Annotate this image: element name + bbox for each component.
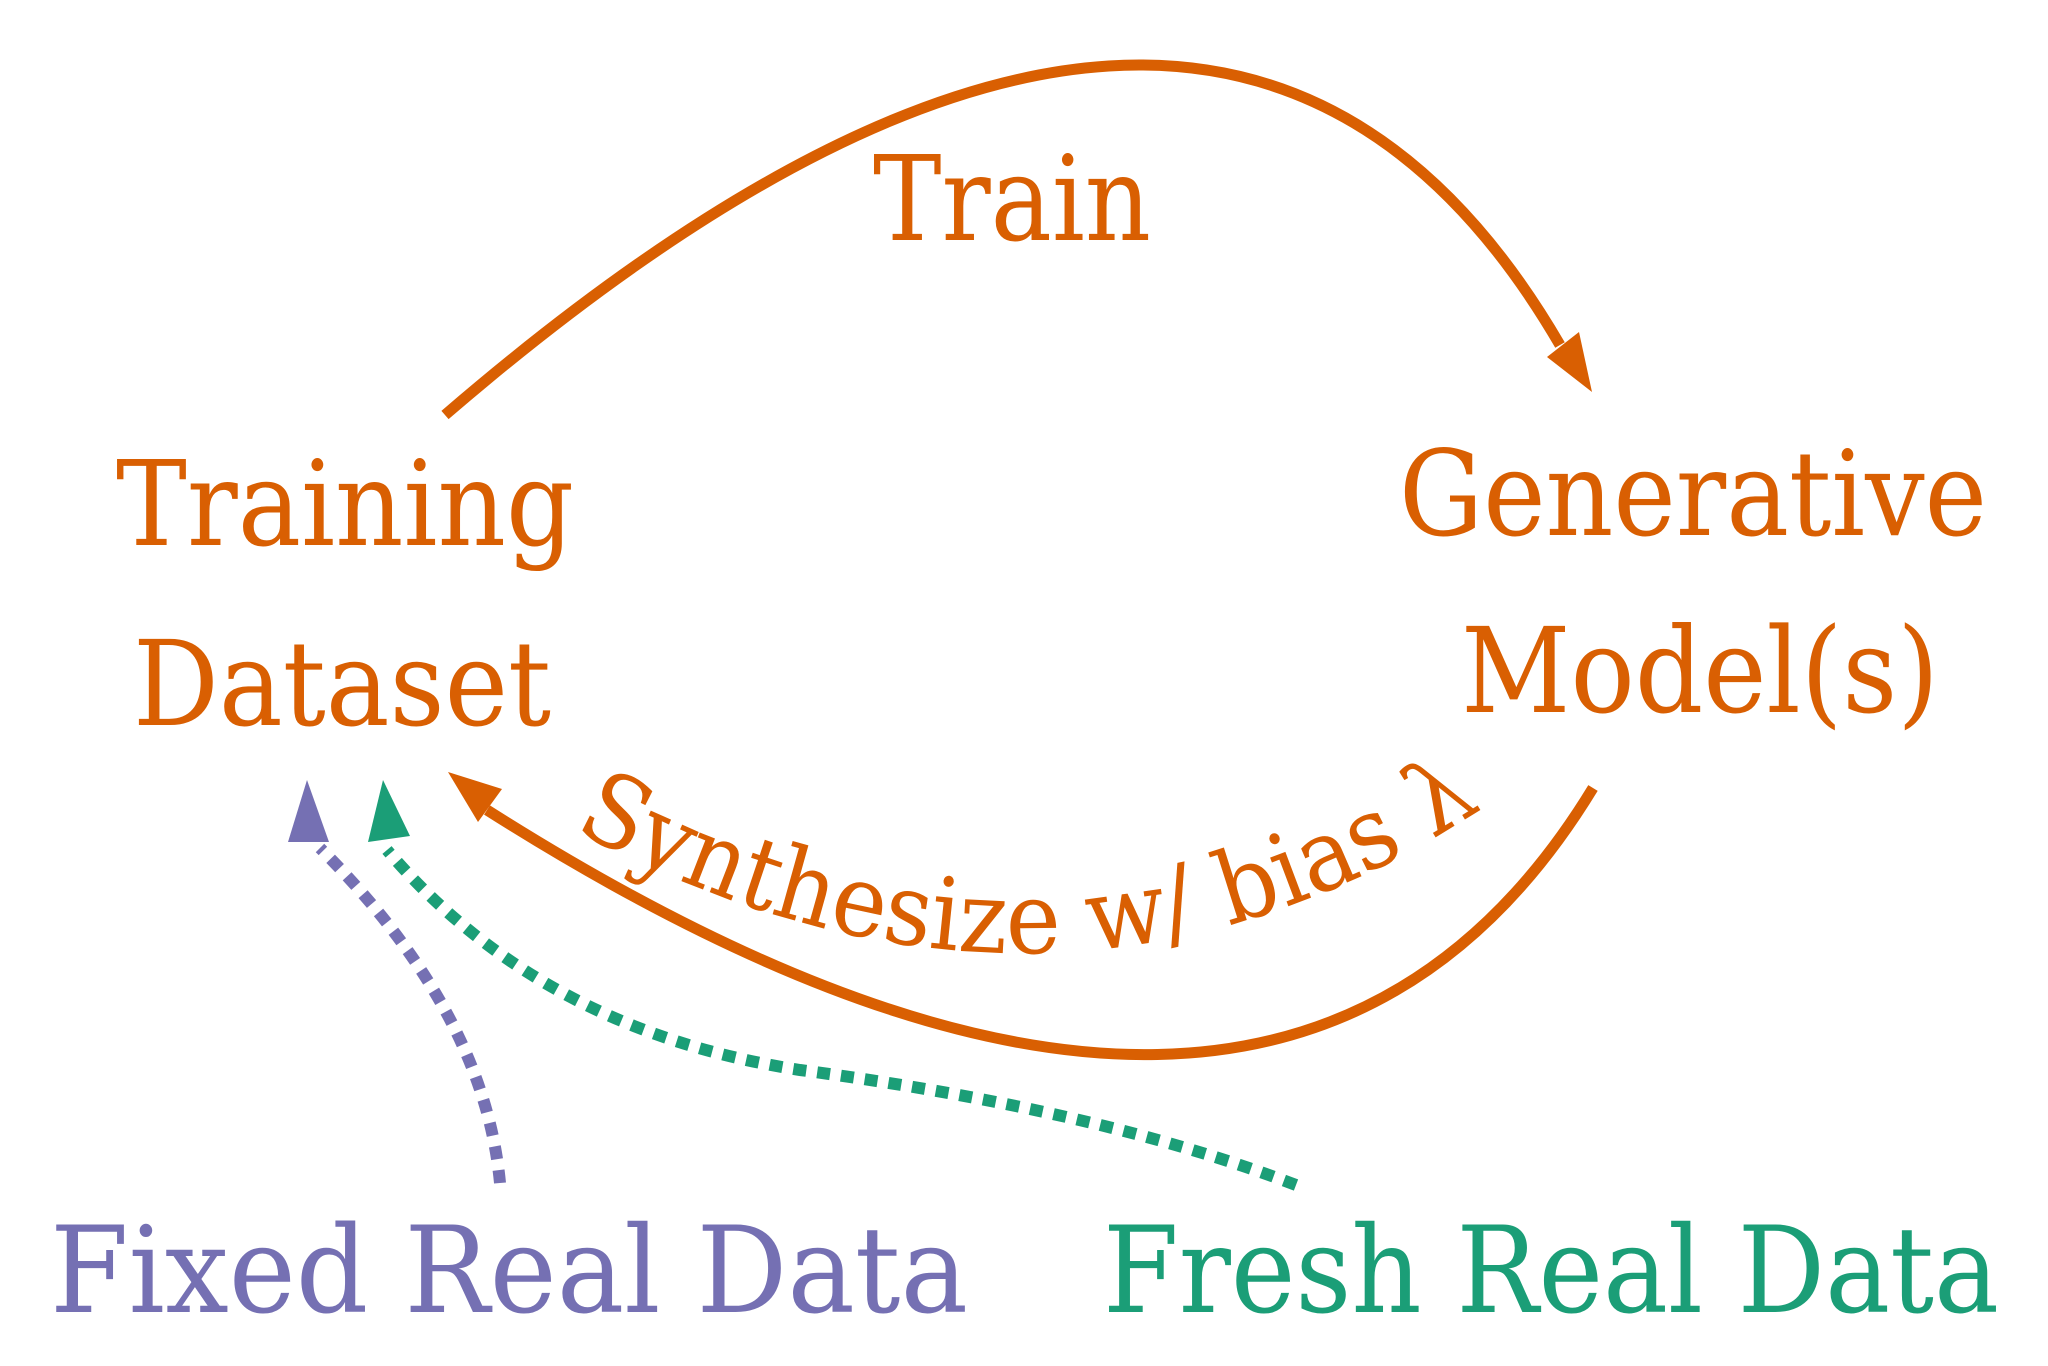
fixed-real-data-label: Fixed Real Data xyxy=(50,1202,968,1341)
synthesize-arrow xyxy=(484,785,1598,1060)
generative-model-label-line2: Model(s) xyxy=(1461,602,1939,740)
train-edge-label: Train xyxy=(873,130,1151,268)
fresh-real-data-label: Fresh Real Data xyxy=(1103,1202,1999,1341)
synthesize-arrowhead xyxy=(448,772,502,822)
training-dataset-label-line1: Training xyxy=(116,435,574,573)
training-dataset-label-line2: Dataset xyxy=(133,615,551,753)
train-arrowhead xyxy=(1547,332,1592,392)
fresh-data-arrowhead xyxy=(368,780,410,842)
generative-model-label-line1: Generative xyxy=(1399,425,1987,563)
synthesize-edge-label: Synthesize w/ bias λ xyxy=(562,729,1495,977)
fixed-data-arrowhead xyxy=(288,780,329,842)
fixed-data-arrow xyxy=(315,843,506,1184)
synthesize-edge-label-text: Synthesize w/ bias λ xyxy=(562,729,1495,977)
fresh-data-arrow xyxy=(382,846,1299,1191)
train-arrow xyxy=(441,59,1565,420)
